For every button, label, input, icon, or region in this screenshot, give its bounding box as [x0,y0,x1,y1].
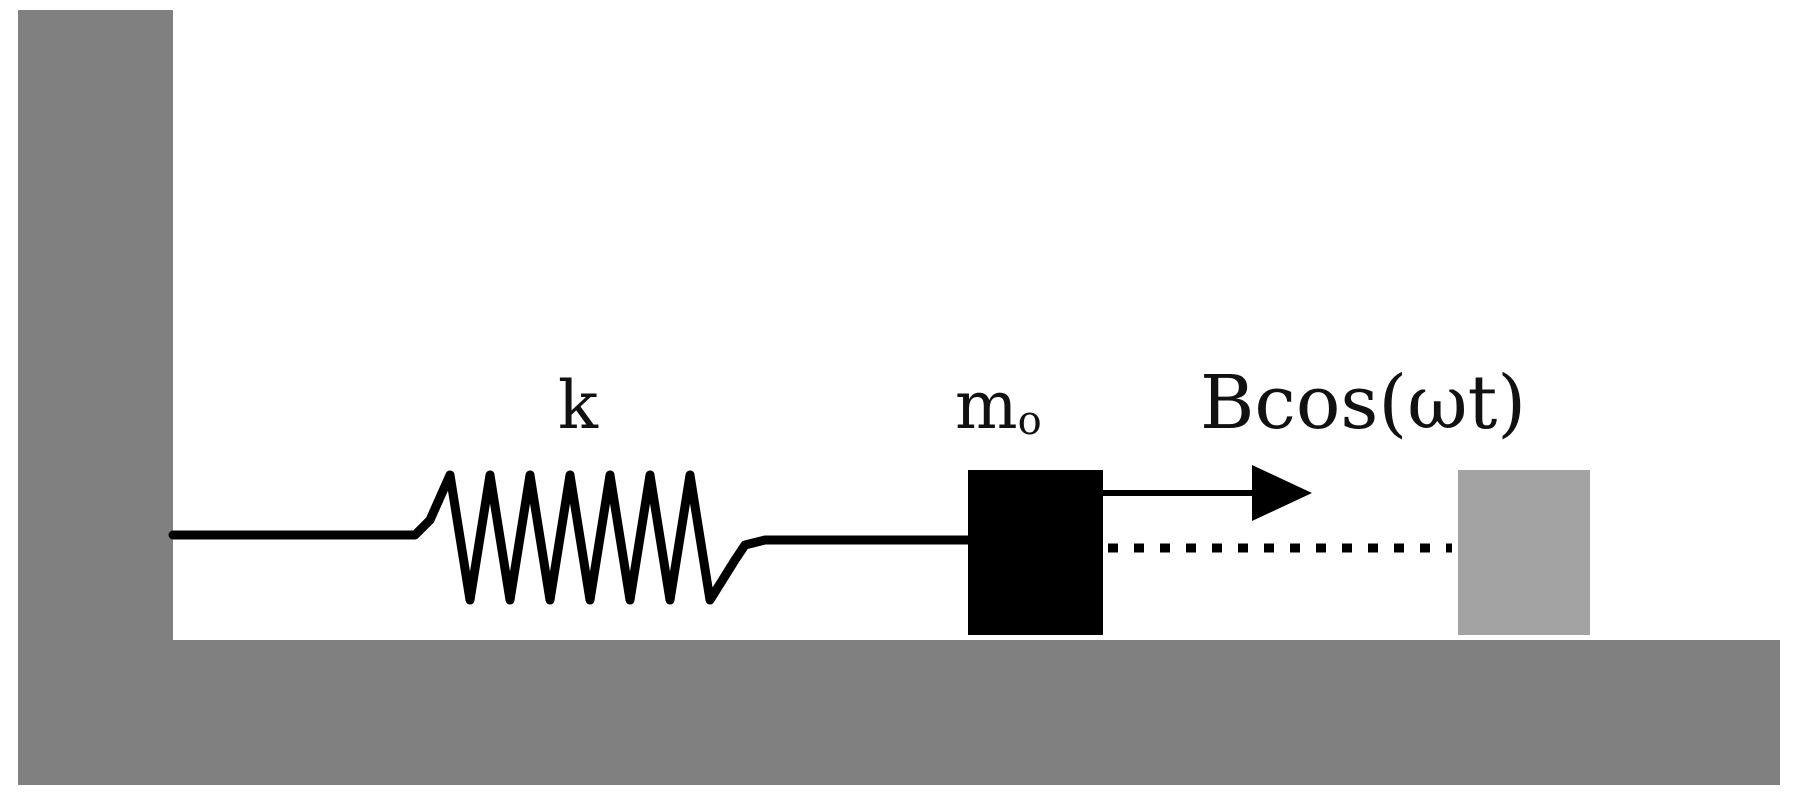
wall-and-ground [18,10,1780,785]
spring [168,470,973,605]
force-arrow-head [1252,465,1312,521]
force-label: Bcos(ωt) [1200,360,1526,446]
mass-block [968,470,1103,635]
spring-coil [168,470,973,605]
ground-floor [18,640,1780,785]
mass-label-main: m [955,367,1018,444]
spring-constant-label: k [558,367,599,444]
mass-label: mo [955,367,1042,444]
ghost-block [1458,470,1590,635]
mass-label-subscript: o [1018,398,1042,444]
force-arrow [1103,465,1312,521]
